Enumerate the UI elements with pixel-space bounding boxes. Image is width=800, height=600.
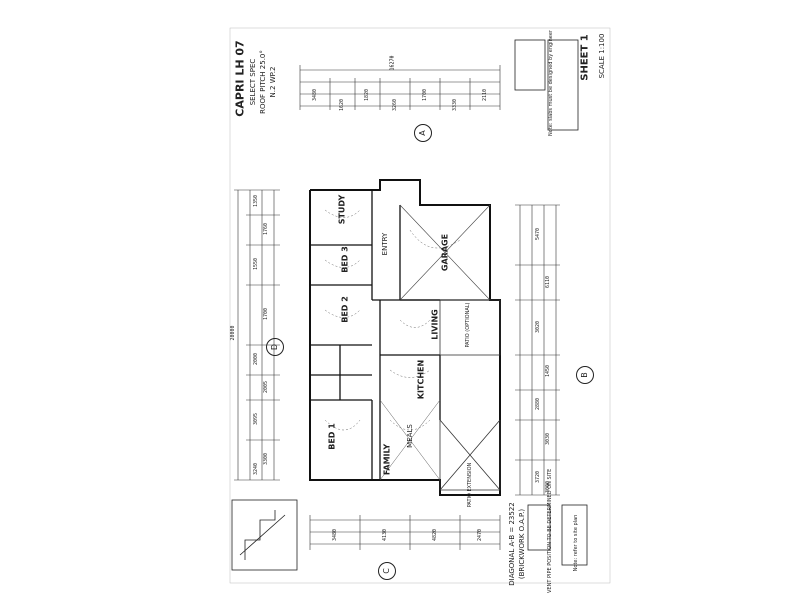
room-study: STUDY [337, 194, 347, 225]
note-boxes [514, 39, 588, 566]
room-bed3: BED 3 [340, 246, 350, 273]
plan-code: N.2 WP.2 [269, 66, 277, 98]
dim-left-part: 1700 [263, 307, 269, 321]
dim-left-total: 20000 [230, 325, 236, 341]
dim-left-part: 1550 [253, 257, 259, 271]
note-engineer: Note: slabs must be designed by engineer [548, 30, 554, 136]
plan-roof-pitch: ROOF PITCH 25.0° [259, 50, 267, 114]
dim-left-part: 1760 [263, 222, 269, 236]
dim-left-part: 1350 [253, 194, 259, 208]
family-roof-lines [379, 399, 441, 481]
dim-right-part: 3000 [545, 480, 551, 494]
dim-bottom-part: 4820 [432, 528, 438, 542]
dim-bottom-part: 4130 [382, 528, 388, 542]
dim-left-part: 2005 [263, 380, 269, 394]
elevation-marker-b: B [576, 366, 594, 384]
room-bed2: BED 2 [340, 296, 350, 323]
dim-right-part: 3020 [535, 320, 541, 334]
dim-left-part: 2000 [253, 352, 259, 366]
dimension-lines-top [299, 65, 501, 110]
detail-box [231, 499, 298, 571]
plan-title: CAPRI LH 07 [233, 40, 247, 117]
note-vent-pipe: VENT PIPE POSITION TO BE DETERMINED ON S… [547, 468, 553, 593]
dim-right-part: 6110 [545, 275, 551, 289]
room-living: LIVING [430, 309, 440, 340]
dim-right-part: 5470 [535, 227, 541, 241]
dim-left-part: 3095 [253, 412, 259, 426]
elevation-marker-d: D [266, 338, 284, 356]
room-garage: GARAGE [440, 233, 450, 272]
dimension-lines-right [515, 204, 560, 496]
dim-bottom-part: 2470 [477, 528, 483, 542]
patio-outlines [439, 299, 501, 491]
dim-top-part: 1700 [422, 88, 428, 102]
room-patio-optional: PATIO (OPTIONAL) [465, 302, 471, 348]
room-entry: ENTRY [381, 232, 389, 256]
elevation-marker-c: C [378, 562, 396, 580]
room-family: FAMILY [382, 443, 392, 476]
room-meals: MEALS [406, 424, 414, 448]
sheet-label: SHEET 1 [579, 34, 591, 81]
room-patio-extension: PATIO EXTENSION [467, 462, 473, 508]
dim-top-part: 2110 [482, 88, 488, 102]
dim-right-part: 1450 [545, 364, 551, 378]
dim-bottom-part: 3480 [332, 528, 338, 542]
dim-right-part: 3720 [535, 470, 541, 484]
dim-top-part: 3480 [312, 88, 318, 102]
interior-walls [310, 190, 490, 480]
dimension-lines-bottom [309, 515, 501, 550]
garage-roof-lines [399, 204, 491, 301]
dim-right-part: 3030 [545, 432, 551, 446]
note-corner: Note: refer to site plan [573, 514, 579, 572]
room-bed1: BED 1 [327, 423, 337, 450]
sheet-border [229, 27, 611, 584]
dim-right-part: 2880 [535, 397, 541, 411]
dim-top-part: 3260 [392, 98, 398, 112]
electrical-runs [324, 209, 461, 431]
dim-top-part: 3330 [452, 98, 458, 112]
note-diagonal: DIAGONAL A-B = 23522 [508, 502, 516, 586]
plan-spec: SELECT SPEC [249, 58, 257, 106]
note-brickwork: (BRICKWORK O.A.P.) [518, 508, 526, 580]
dim-top-part: 1620 [339, 98, 345, 112]
sheet-scale: SCALE 1:100 [598, 33, 606, 79]
dimension-lines-left [234, 189, 280, 481]
room-kitchen: KITCHEN [416, 359, 426, 400]
elevation-marker-a: A [414, 124, 432, 142]
dim-top-part: 1820 [364, 88, 370, 102]
dim-left-part: 3240 [253, 462, 259, 476]
dim-top-total: 16270 [389, 55, 396, 71]
dim-left-part: 3300 [263, 452, 269, 466]
